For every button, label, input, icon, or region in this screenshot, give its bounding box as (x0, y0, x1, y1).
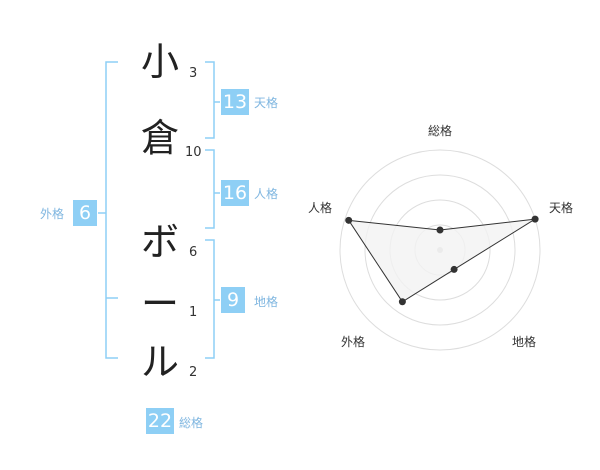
soukaku-label: 総格 (179, 416, 204, 430)
chikaku-label: 地格 (254, 295, 279, 309)
radar-point-4 (345, 216, 353, 224)
jinkaku-badge: 16 (221, 180, 249, 206)
name-char-4: ー (140, 282, 179, 326)
stroke-count-2: 10 (185, 145, 202, 160)
tenkaku-bracket (205, 61, 215, 139)
radar-grid-ring (339, 149, 541, 351)
name-char-5: ル (140, 340, 179, 384)
jinkaku-bracket (205, 149, 215, 229)
radar-label-tenkaku: 天格 (549, 201, 574, 215)
gaikaku-label: 外格 (40, 207, 65, 221)
jinkaku-label: 人格 (254, 187, 279, 201)
radar-point-0 (436, 226, 444, 234)
name-char-3: ボ (140, 220, 179, 264)
gaikaku-bracket (105, 61, 118, 359)
radar-label-jinkaku: 人格 (308, 201, 333, 215)
gaikaku-badge: 6 (73, 200, 97, 226)
stroke-count-1: 3 (189, 66, 198, 81)
chikaku-badge: 9 (221, 287, 245, 313)
radar-point-1 (531, 215, 539, 223)
radar-label-soukaku: 総格 (428, 124, 453, 138)
radar-point-2 (450, 265, 458, 273)
stroke-count-5: 2 (189, 365, 198, 380)
radar-label-chikaku: 地格 (512, 335, 537, 349)
stroke-count-4: 1 (189, 305, 198, 320)
chikaku-bracket (205, 239, 215, 359)
soukaku-badge: 22 (146, 408, 174, 434)
radar-grid-ring (364, 174, 516, 326)
tenkaku-label: 天格 (254, 96, 279, 110)
name-char-1: 小 (140, 40, 179, 84)
name-char-2: 倉 (140, 116, 179, 160)
tenkaku-badge: 13 (221, 89, 249, 115)
radar-series-polygon (347, 218, 536, 303)
radar-point-3 (398, 298, 406, 306)
stroke-count-3: 6 (189, 245, 198, 260)
radar-label-gaikaku: 外格 (341, 335, 366, 349)
